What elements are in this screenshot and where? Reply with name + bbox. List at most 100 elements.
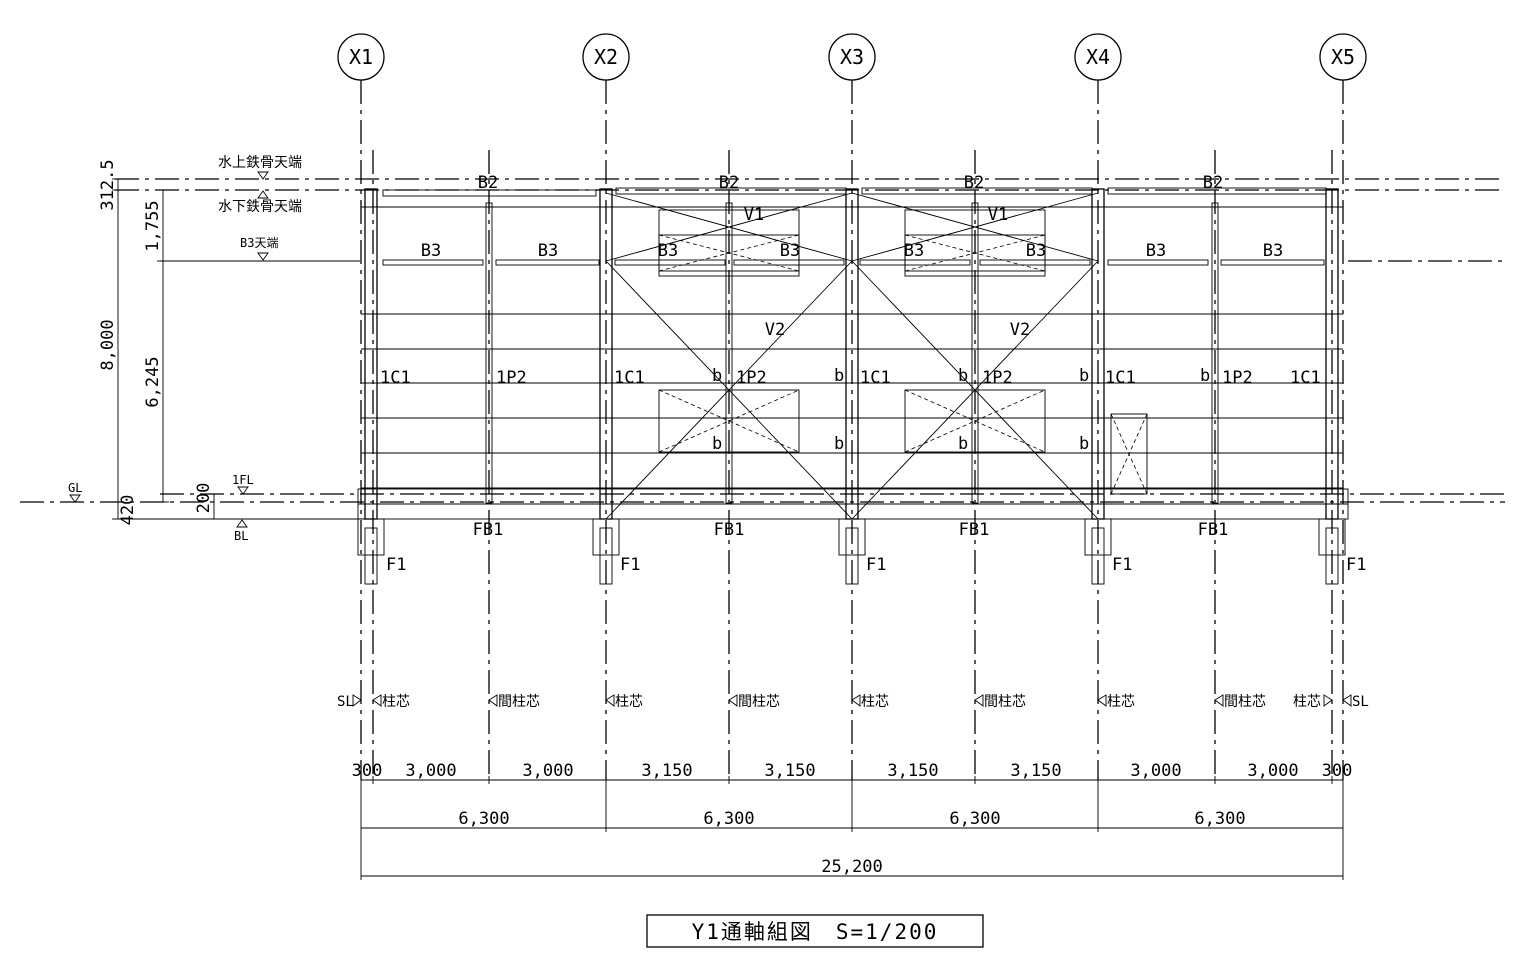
level-gl: GL: [68, 481, 82, 495]
center-label: 間柱芯: [1224, 694, 1266, 710]
label-b: b: [712, 366, 722, 386]
title-text: Y1通軸組図 S=1/200: [692, 920, 939, 944]
label-b: b: [958, 366, 968, 386]
center-label: 柱芯: [861, 694, 889, 710]
center-labels: SL 柱芯 間柱芯 柱芯 間柱芯 柱芯 間柱芯 柱芯 間柱芯 柱芯 SL: [337, 694, 1369, 710]
dim-row1: 3,150: [641, 761, 692, 781]
axis-center-lines: [360, 80, 1344, 780]
dim-row1: 300: [1322, 761, 1353, 781]
label-c1: 1C1: [380, 368, 411, 388]
axis-x3: X3: [828, 33, 876, 81]
dim-420: 420: [118, 495, 138, 526]
label-f1: F1: [386, 555, 406, 575]
axis-x4: X4: [1074, 33, 1122, 81]
dim-row1: 3,000: [1247, 761, 1298, 781]
label-b3: B3: [1026, 241, 1046, 261]
label-v1: V1: [744, 205, 764, 225]
label-f1: F1: [620, 555, 640, 575]
axis-x1: X1: [337, 33, 385, 81]
center-label: 柱芯: [615, 694, 643, 710]
label-b: b: [712, 434, 722, 454]
label-v2: V2: [765, 320, 785, 340]
label-c1: 1C1: [1290, 368, 1321, 388]
level-water-bottom: 水下鉄骨天端: [218, 199, 302, 215]
label-p2: 1P2: [736, 368, 767, 388]
dim-row1: 3,000: [1130, 761, 1181, 781]
level-water-top: 水上鉄骨天端: [218, 155, 302, 171]
dim-312: 312.5: [98, 159, 118, 210]
label-f1: F1: [1346, 555, 1366, 575]
label-b3: B3: [538, 241, 558, 261]
label-b3: B3: [780, 241, 800, 261]
vertical-dimensions: 312.5 1,755 8,000 6,245 420 200: [98, 159, 220, 525]
label-f1: F1: [866, 555, 886, 575]
dim-row1: 300: [352, 761, 383, 781]
sl-left: SL: [337, 694, 354, 710]
center-label: 間柱芯: [738, 694, 780, 710]
label-b3: B3: [1146, 241, 1166, 261]
dim-row1: 3,150: [764, 761, 815, 781]
center-label: 柱芯: [1107, 694, 1135, 710]
label-b: b: [1079, 366, 1089, 386]
center-label: 間柱芯: [984, 694, 1026, 710]
dim-row2: 6,300: [1194, 809, 1245, 829]
label-b2: B2: [719, 173, 739, 193]
label-b2: B2: [964, 173, 984, 193]
label-fb1: FB1: [714, 520, 745, 540]
label-c1: 1C1: [860, 368, 891, 388]
label-v2: V2: [1010, 320, 1030, 340]
axis-label: X3: [840, 45, 864, 69]
label-c1: 1C1: [1105, 368, 1136, 388]
label-b3: B3: [1263, 241, 1283, 261]
center-label: 間柱芯: [498, 694, 540, 710]
axis-label: X2: [594, 45, 618, 69]
label-fb1: FB1: [473, 520, 504, 540]
member-labels: B2 B2 B2 B2 V1 V1 B3 B3 B3 B3 B3 B3 B3 B…: [380, 173, 1366, 575]
label-b: b: [1079, 434, 1089, 454]
label-b2: B2: [1203, 173, 1223, 193]
drawing-title: Y1通軸組図 S=1/200: [646, 914, 984, 948]
sl-right: SL: [1352, 694, 1369, 710]
label-f1: F1: [1112, 555, 1132, 575]
label-b2: B2: [478, 173, 498, 193]
label-p2: 1P2: [1222, 368, 1253, 388]
label-p2: 1P2: [982, 368, 1013, 388]
label-b3: B3: [904, 241, 924, 261]
label-fb1: FB1: [959, 520, 990, 540]
label-p2: 1P2: [496, 368, 527, 388]
level-labels: 水上鉄骨天端 水下鉄骨天端 B3天端 1FL GL BL: [68, 155, 302, 543]
axis-x2: X2: [582, 33, 630, 81]
label-b3: B3: [421, 241, 441, 261]
dim-1755: 1,755: [143, 200, 163, 251]
dim-row2: 6,300: [458, 809, 509, 829]
horizontal-dimensions: 300 3,000 3,000 3,150 3,150 3,150 3,150 …: [352, 761, 1353, 880]
level-bl: BL: [234, 529, 248, 543]
center-label: 柱芯: [1293, 694, 1321, 710]
dim-row1: 3,000: [405, 761, 456, 781]
label-v1: V1: [988, 205, 1008, 225]
label-b: b: [834, 434, 844, 454]
dim-row2: 6,300: [703, 809, 754, 829]
frame: [357, 187, 1349, 585]
axis-label: X1: [349, 45, 373, 69]
dim-6245: 6,245: [143, 356, 163, 407]
dim-200: 200: [194, 483, 214, 514]
dim-8000: 8,000: [98, 319, 118, 370]
label-fb1: FB1: [1198, 520, 1229, 540]
dim-total: 25,200: [821, 857, 882, 877]
center-label: 柱芯: [382, 694, 410, 710]
label-b: b: [1200, 366, 1210, 386]
level-lines: [20, 178, 1505, 520]
label-b: b: [834, 366, 844, 386]
label-b3: B3: [658, 241, 678, 261]
dim-row1: 3,150: [1010, 761, 1061, 781]
axis-x5: X5: [1319, 33, 1367, 81]
label-b: b: [958, 434, 968, 454]
label-c1: 1C1: [614, 368, 645, 388]
footings: [357, 518, 1346, 585]
dim-row2: 6,300: [949, 809, 1000, 829]
dim-row1: 3,000: [522, 761, 573, 781]
dim-row1: 3,150: [887, 761, 938, 781]
level-b3-top: B3天端: [240, 236, 278, 250]
